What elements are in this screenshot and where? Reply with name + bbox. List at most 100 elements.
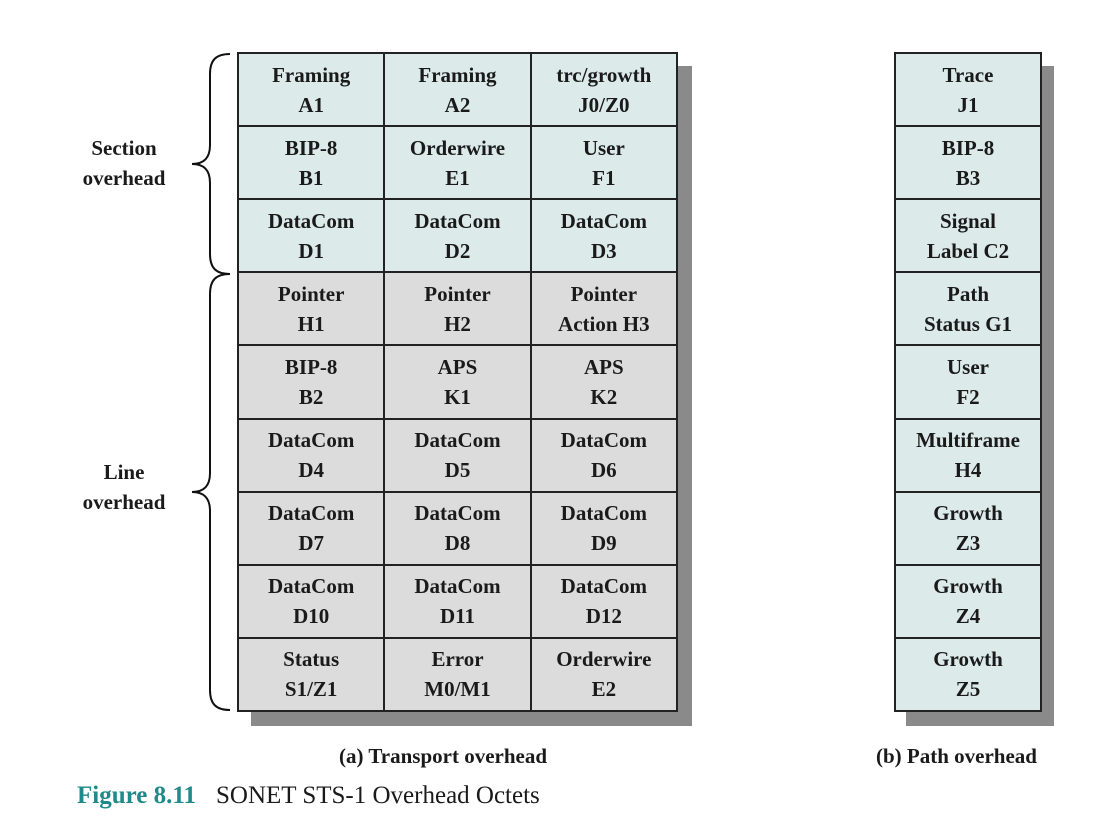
cell-code: D2 (444, 238, 471, 263)
cell-name: User (582, 135, 625, 160)
cell-code: D4 (298, 458, 324, 483)
cell-code: H2 (444, 311, 471, 336)
cell-name: APS (583, 354, 624, 379)
cell-name: Growth (933, 501, 1003, 526)
cell-name: Pointer (570, 281, 638, 306)
cell-code: A2 (444, 92, 471, 117)
cell-code: S1/Z1 (284, 677, 338, 702)
cell-name: Trace (942, 62, 994, 87)
cell-code: D8 (444, 531, 471, 556)
cell-code: J0/Z0 (578, 92, 630, 117)
cell-code: B1 (298, 165, 324, 190)
cell-name: Status (283, 647, 340, 672)
cell-code: D12 (585, 604, 622, 629)
cell-name: DataCom (414, 574, 501, 599)
cell-name: Path (947, 281, 989, 306)
cell-name: User (947, 354, 989, 379)
cell-code: E1 (445, 165, 470, 190)
cell-code: D11 (439, 604, 475, 629)
cell-code: E2 (591, 677, 617, 702)
cell-name: Framing (272, 62, 351, 87)
section-overhead-label: Section overhead (82, 136, 166, 190)
cell-code: H1 (297, 311, 325, 336)
cell-name: Pointer (424, 281, 491, 306)
cell-name: Orderwire (409, 135, 506, 160)
cell-name: APS (437, 354, 478, 379)
cell-name: Multiframe (916, 428, 1020, 453)
cell-code: D9 (590, 531, 617, 556)
cell-name: DataCom (268, 428, 355, 453)
transport-cell: APS K1 (385, 346, 530, 418)
cell-name: DataCom (268, 501, 355, 526)
cell-name: BIP-8 (941, 135, 995, 160)
cell-name: Pointer (277, 281, 345, 306)
figure-number: Figure 8.11 (77, 782, 196, 809)
cell-name: DataCom (560, 208, 647, 233)
cell-name: DataCom (414, 428, 501, 453)
cell-code: Action H3 (558, 311, 650, 336)
cell-code: B2 (298, 384, 324, 409)
cell-name: Orderwire (556, 647, 652, 672)
cell-code: K1 (444, 384, 471, 409)
cell-name: Growth (933, 647, 1003, 672)
cell-name: DataCom (414, 208, 501, 233)
cell-code: B3 (955, 165, 981, 190)
cell-name: Growth (933, 574, 1003, 599)
cell-name: Error (431, 647, 484, 672)
cell-code: D3 (590, 238, 617, 263)
cell-code: D5 (444, 458, 471, 483)
cell-code: F1 (592, 165, 616, 190)
cell-name: DataCom (560, 501, 647, 526)
line-brace (191, 273, 231, 711)
line-overhead-label: Line overhead (82, 460, 166, 514)
cell-name: trc/growth (556, 62, 652, 87)
cell-code: Status G1 (923, 311, 1013, 336)
cell-name: DataCom (268, 208, 355, 233)
transport-caption: (a) Transport overhead (339, 744, 548, 768)
cell-code: Z5 (955, 677, 981, 702)
cell-code: Z4 (955, 604, 981, 629)
cell-code: H4 (954, 458, 982, 483)
cell-code: D6 (590, 458, 617, 483)
cell-code: Label C2 (926, 238, 1010, 263)
cell-name: Signal (939, 208, 997, 233)
cell-name: BIP-8 (284, 354, 338, 379)
cell-code: D1 (298, 238, 324, 263)
cell-name: Framing (418, 62, 497, 87)
cell-code: D7 (298, 531, 324, 556)
cell-name: BIP-8 (284, 135, 338, 160)
path-caption: (b) Path overhead (876, 744, 1037, 768)
cell-code: A1 (298, 92, 324, 117)
